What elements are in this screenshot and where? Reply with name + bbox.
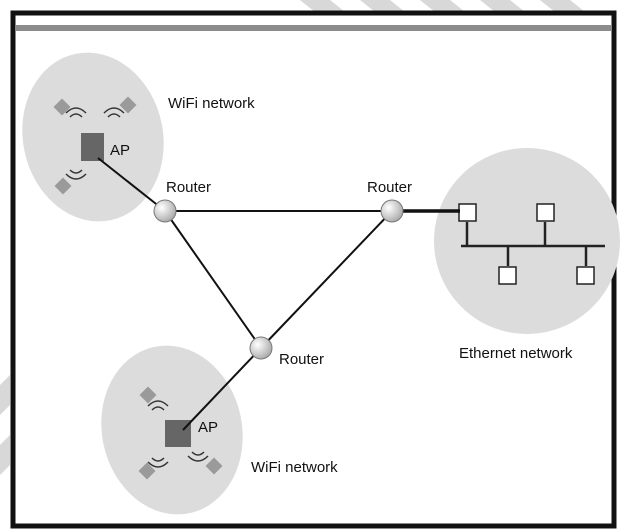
access-point-icon (165, 420, 191, 447)
wireless-device-icon (119, 96, 137, 114)
access-point-icon (81, 133, 104, 161)
wireless-device-icon (138, 462, 156, 480)
ethernet-host-icon (498, 266, 517, 285)
ethernet-hosts (458, 203, 595, 285)
wireless-device-icon (139, 386, 157, 404)
router-right-label: Router (367, 179, 412, 196)
ap-label: AP (198, 419, 218, 436)
link-router-bottom-ap-bottom (182, 347, 262, 431)
router-bottom-label: Router (279, 351, 324, 368)
wifi-network-label: WiFi network (168, 95, 255, 112)
ethernet-host-icon (576, 266, 595, 285)
wireless-device-icon (205, 457, 223, 475)
routers: Router Router Router (153, 179, 412, 368)
router-left-icon (153, 199, 177, 223)
router-left-label: Router (166, 179, 211, 196)
top-stripe (16, 25, 612, 31)
ethernet-network-label: Ethernet network (459, 345, 573, 362)
link-ap-top-router-left (97, 157, 166, 212)
link-router-left-router-bottom (164, 210, 262, 349)
ap-label: AP (110, 142, 130, 159)
wifi-network-label: WiFi network (251, 459, 338, 476)
ethernet-cloud (434, 148, 620, 334)
link-router-right-router-bottom (260, 210, 393, 349)
ethernet-host-icon (458, 203, 477, 222)
router-bottom-icon (249, 336, 273, 360)
ethernet-network: Ethernet network (434, 148, 620, 362)
ethernet-bus (461, 222, 605, 266)
wifi-waves-bottom (147, 400, 209, 468)
router-right-icon (380, 199, 404, 223)
wifi-network-bottom: AP WiFi network (101, 345, 338, 515)
ethernet-host-icon (536, 203, 555, 222)
wifi-waves-top (65, 107, 125, 180)
wifi-network-top: AP WiFi network (22, 52, 255, 222)
wireless-device-icon (53, 98, 71, 116)
background-stripes (0, 0, 585, 475)
wifi-devices-bottom (138, 386, 223, 480)
